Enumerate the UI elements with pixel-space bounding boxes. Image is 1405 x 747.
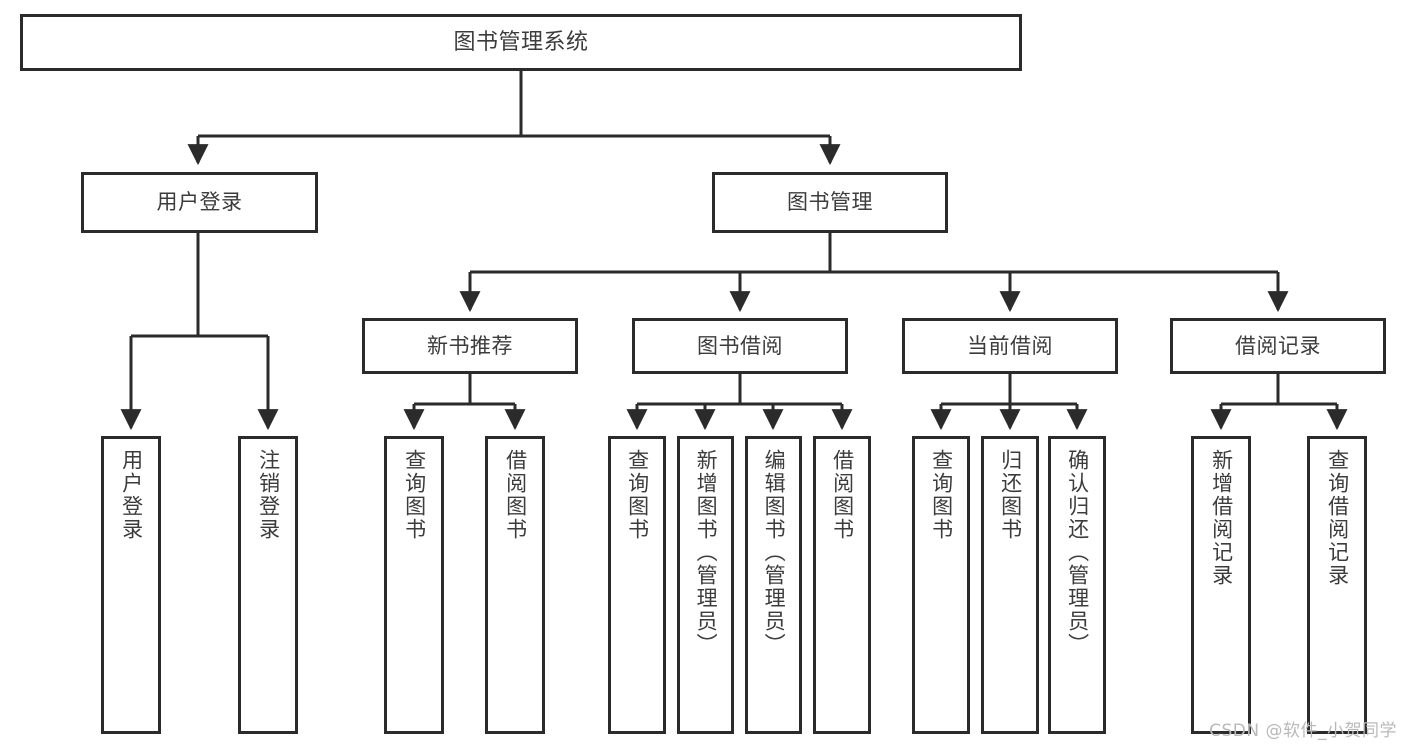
leaf-user-logout-label: 注销登录 bbox=[256, 449, 281, 541]
leaf-query-book-c[interactable]: 查询图书 bbox=[912, 436, 970, 734]
leaf-borrow-book-a-label: 借阅图书 bbox=[503, 449, 528, 541]
leaf-query-book-a-label: 查询图书 bbox=[402, 449, 427, 541]
leaf-query-book-b-label: 查询图书 bbox=[625, 449, 650, 541]
leaf-add-record-label: 新增借阅记录 bbox=[1209, 449, 1234, 587]
leaf-edit-book[interactable]: 编辑图书（管理员） bbox=[745, 436, 802, 734]
leaf-user-login[interactable]: 用户登录 bbox=[101, 436, 161, 734]
leaf-user-login-label: 用户登录 bbox=[119, 449, 144, 541]
node-new-book-rec-label: 新书推荐 bbox=[427, 333, 513, 358]
leaf-return-book[interactable]: 归还图书 bbox=[981, 436, 1039, 734]
node-root-label: 图书管理系统 bbox=[453, 29, 589, 55]
leaf-query-record[interactable]: 查询借阅记录 bbox=[1307, 436, 1367, 734]
node-user-login-label: 用户登录 bbox=[156, 190, 243, 215]
node-borrow-record-label: 借阅记录 bbox=[1235, 333, 1321, 358]
node-root[interactable]: 图书管理系统 bbox=[20, 14, 1022, 71]
leaf-query-book-a[interactable]: 查询图书 bbox=[384, 436, 444, 734]
leaf-borrow-book-a[interactable]: 借阅图书 bbox=[485, 436, 545, 734]
leaf-user-logout[interactable]: 注销登录 bbox=[238, 436, 298, 734]
leaf-borrow-book-b-label: 借阅图书 bbox=[830, 449, 855, 541]
leaf-return-book-label: 归还图书 bbox=[998, 449, 1023, 541]
leaf-query-book-b[interactable]: 查询图书 bbox=[608, 436, 666, 734]
leaf-edit-book-label: 编辑图书（管理员） bbox=[762, 449, 787, 656]
leaf-add-book-label: 新增图书（管理员） bbox=[694, 449, 719, 656]
watermark-text: CSDN @软件_小贺同学 bbox=[1209, 721, 1397, 741]
leaf-query-book-c-label: 查询图书 bbox=[929, 449, 954, 541]
node-book-borrow[interactable]: 图书借阅 bbox=[632, 318, 848, 374]
node-book-manage-label: 图书管理 bbox=[787, 190, 873, 215]
node-borrow-record[interactable]: 借阅记录 bbox=[1170, 318, 1386, 374]
node-book-manage[interactable]: 图书管理 bbox=[712, 172, 948, 233]
leaf-add-record[interactable]: 新增借阅记录 bbox=[1191, 436, 1251, 734]
node-current-borrow-label: 当前借阅 bbox=[967, 333, 1053, 358]
leaf-confirm-return[interactable]: 确认归还（管理员） bbox=[1048, 436, 1106, 734]
node-book-borrow-label: 图书借阅 bbox=[697, 333, 783, 358]
leaf-confirm-return-label: 确认归还（管理员） bbox=[1065, 449, 1090, 656]
node-current-borrow[interactable]: 当前借阅 bbox=[902, 318, 1118, 374]
node-user-login[interactable]: 用户登录 bbox=[81, 172, 318, 233]
leaf-query-record-label: 查询借阅记录 bbox=[1325, 449, 1350, 587]
leaf-add-book[interactable]: 新增图书（管理员） bbox=[677, 436, 734, 734]
node-new-book-rec[interactable]: 新书推荐 bbox=[362, 318, 578, 374]
leaf-borrow-book-b[interactable]: 借阅图书 bbox=[813, 436, 871, 734]
